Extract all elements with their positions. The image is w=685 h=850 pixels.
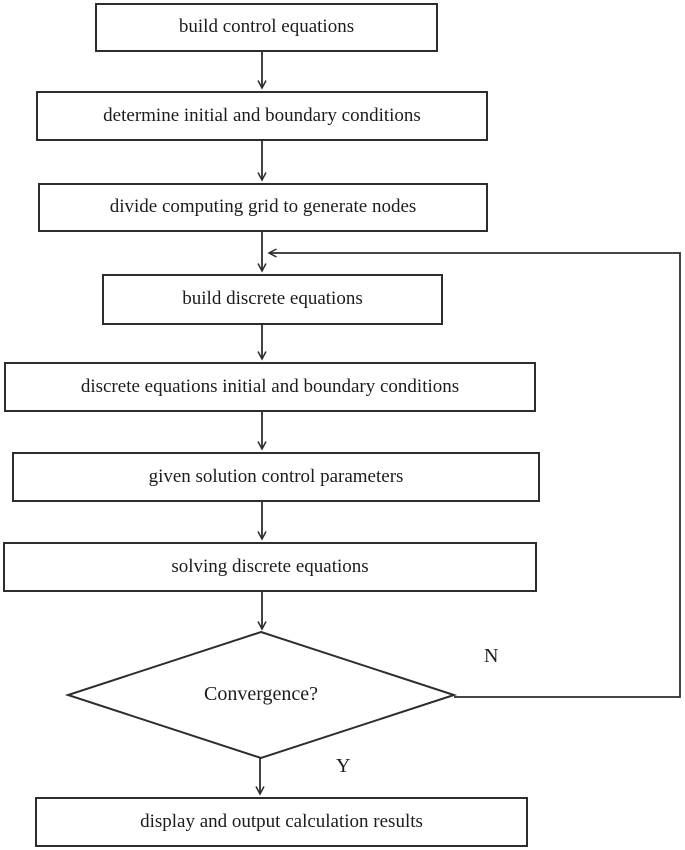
flow-step-label: build discrete equations	[182, 288, 363, 310]
flow-step-label: build control equations	[178, 16, 355, 38]
flow-step-build-discrete-equations: build discrete equations	[102, 274, 443, 325]
flow-step-divide-computing-grid: divide computing grid to generate nodes	[38, 183, 488, 232]
flow-step-given-solution-control-parameters: given solution control parameters	[12, 452, 540, 502]
flow-step-label: divide computing grid to generate nodes	[109, 196, 417, 218]
flow-step-label: determine initial and boundary condition…	[103, 104, 421, 126]
branch-label-no: N	[484, 645, 499, 667]
arrow-feedback-loop	[267, 248, 681, 698]
flow-step-label: solving discrete equations	[171, 555, 369, 577]
decision-diamond-shape	[64, 630, 458, 760]
flow-step-label: given solution control parameters	[148, 465, 404, 487]
flow-step-determine-initial-boundary-conditions: determine initial and boundary condition…	[36, 91, 488, 141]
flow-step-label: display and output calculation results	[140, 810, 423, 832]
flow-step-solving-discrete-equations: solving discrete equations	[3, 542, 537, 592]
flow-step-display-output-results: display and output calculation results	[35, 797, 528, 847]
decision-convergence-label: Convergence?	[203, 683, 319, 705]
flow-step-label: discrete equations initial and boundary …	[80, 375, 460, 397]
flow-step-build-control-equations: build control equations	[95, 3, 438, 52]
branch-label-yes: Y	[336, 755, 351, 777]
flow-step-discrete-equations-conditions: discrete equations initial and boundary …	[4, 362, 536, 412]
